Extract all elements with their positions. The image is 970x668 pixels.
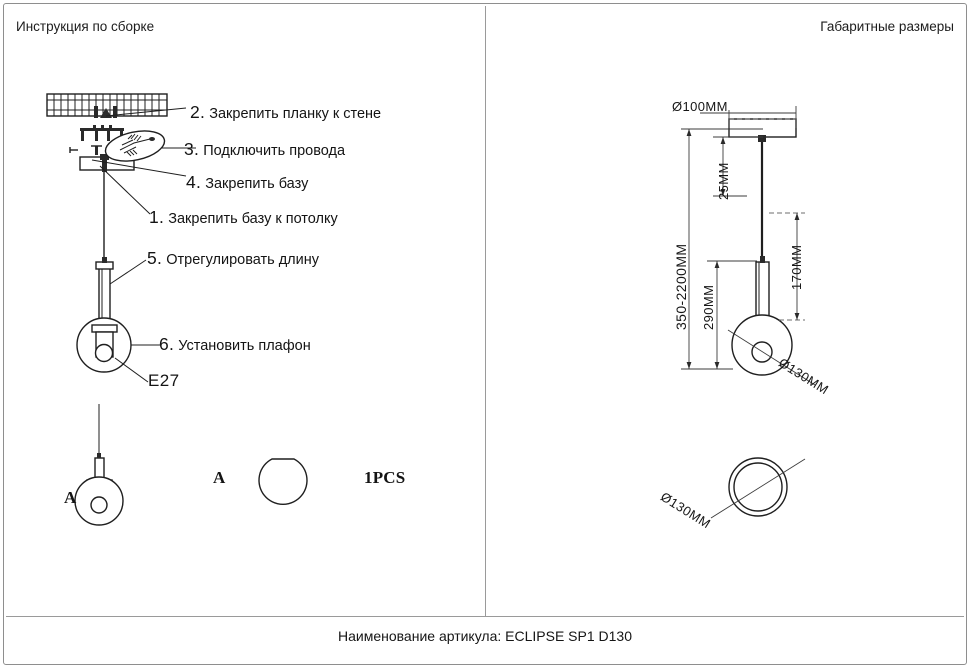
page-border [3, 3, 967, 665]
vertical-divider [485, 6, 486, 616]
cord-grip [758, 135, 766, 142]
parts-item-letter: A [213, 468, 226, 487]
dimension-label-fixture-height: 290MM [701, 284, 716, 330]
dimension-label-body-height: 170MM [789, 244, 804, 290]
horizontal-divider [6, 616, 964, 617]
lamp-body-icon [95, 257, 114, 327]
wire-connector-icon [104, 130, 166, 162]
dimension-label-canopy-diameter: Ø100MM [672, 99, 728, 114]
dimensions-section-title: Габаритные размеры [820, 19, 954, 34]
step-label-2: 2. Закрепить планку к стене [190, 102, 382, 122]
parts-drawing-letter: A [64, 488, 77, 507]
dimension-body-height [769, 212, 805, 321]
step-label-5: 5. Отрегулировать длину [147, 248, 319, 268]
article-name-footer: Наименование артикула: ECLIPSE SP1 D130 [338, 628, 632, 644]
dimension-fixture-height [707, 260, 757, 370]
screw-detail-icon [69, 145, 102, 155]
parts-pendant-icon [74, 404, 124, 526]
dimension-canopy-diameter [700, 106, 797, 128]
parts-quantity: 1PCS [364, 468, 406, 487]
assembly-drawing [46, 93, 308, 526]
socket-label-e27: E27 [148, 371, 180, 390]
parts-globe-icon [258, 458, 308, 506]
dimension-label-canopy-height: 25MM [716, 162, 731, 200]
mounting-bar-icon [46, 93, 168, 118]
lamp-body-dimension-icon [731, 256, 793, 376]
canopy-icon [728, 118, 797, 138]
shade-diameter-leader [727, 329, 816, 386]
step-label-4: 4. Закрепить базу [186, 172, 309, 192]
dimension-canopy-height [713, 136, 763, 197]
step-label-1: 1. Закрепить базу к потолку [149, 207, 338, 227]
dimensions-drawing [681, 106, 816, 519]
dimension-label-cord-range: 350-2200MM [673, 243, 689, 331]
assembly-section-title: Инструкция по сборке [16, 19, 155, 34]
step-label-3: 3. Подключить провода [184, 139, 346, 159]
step-label-6: 6. Установить плафон [159, 334, 311, 354]
bottom-view-circle-icon [710, 457, 806, 519]
leader-lines [91, 107, 196, 383]
